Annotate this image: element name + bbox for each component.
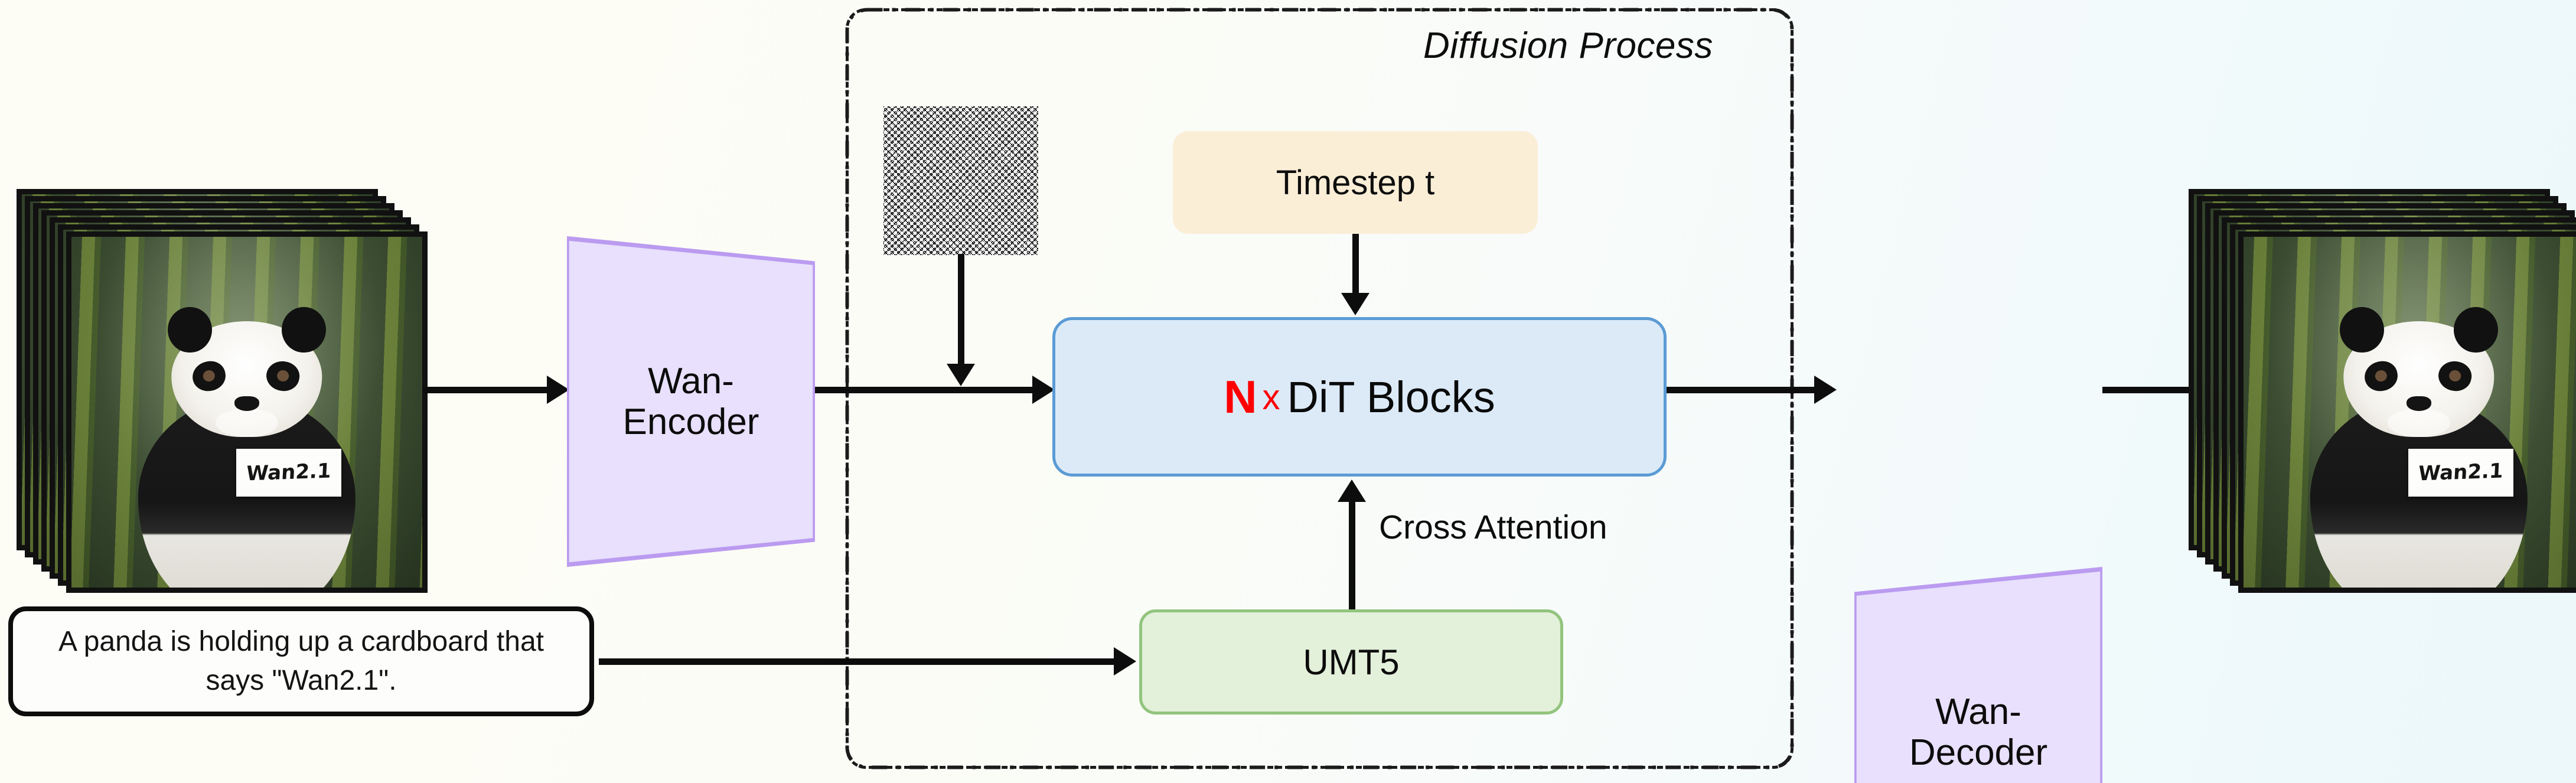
umt5-block[interactable]: UMT5 xyxy=(1139,609,1563,715)
arrow-timestep-to-dit-head xyxy=(1341,293,1369,315)
arrow-dit-to-decoder-head xyxy=(1814,376,1837,404)
arrow-input-to-encoder-head xyxy=(547,376,569,404)
arrow-encoder-to-dit-head xyxy=(1032,376,1055,404)
cross-attention-label: Cross Attention xyxy=(1379,508,1607,546)
panda-muzzle xyxy=(2387,409,2451,437)
text-prompt-value: A panda is holding up a cardboard that s… xyxy=(58,625,544,696)
arrow-decoder-to-output-line xyxy=(2102,387,2192,393)
dit-blocks-label: DiT Blocks xyxy=(1287,372,1495,422)
timestep-label: Timestep t xyxy=(1276,163,1435,202)
text-prompt-box[interactable]: A panda is holding up a cardboard that s… xyxy=(8,606,594,716)
dit-blocks-block[interactable]: N x DiT Blocks xyxy=(1052,317,1667,477)
wan-encoder-label: Wan- Encoder xyxy=(622,360,759,442)
gaussian-noise-patch xyxy=(883,106,1038,255)
arrow-timestep-to-dit-line xyxy=(1352,234,1359,295)
panda-nose-icon xyxy=(2407,396,2431,412)
wan-decoder-block[interactable]: Wan- Decoder xyxy=(1854,567,2102,783)
timestep-block[interactable]: Timestep t xyxy=(1173,131,1538,234)
panda-muzzle xyxy=(215,409,279,437)
panda-ear-right-icon xyxy=(2454,306,2498,353)
wan-encoder-block[interactable]: Wan- Encoder xyxy=(567,236,815,567)
panda-nose-icon xyxy=(234,396,259,412)
arrow-dit-to-decoder-line xyxy=(1667,387,1817,393)
input-video-frame-stack: Wan2.1 xyxy=(17,189,430,602)
arrow-prompt-to-umt5-line xyxy=(599,658,1116,665)
umt5-label: UMT5 xyxy=(1303,642,1400,682)
cardboard-sign: Wan2.1 xyxy=(2408,449,2514,497)
panda-ear-left-icon xyxy=(2340,306,2384,353)
cardboard-sign-text: Wan2.1 xyxy=(2418,459,2505,487)
video-frame-front: Wan2.1 xyxy=(66,231,428,593)
arrow-umt5-to-dit-head xyxy=(1338,479,1366,502)
arrow-noise-to-latent-line xyxy=(958,254,964,366)
arrow-prompt-to-umt5-head xyxy=(1114,647,1136,676)
cardboard-sign: Wan2.1 xyxy=(236,449,342,497)
wan-decoder-label: Wan- Decoder xyxy=(1909,691,2048,773)
output-video-frame-stack: Wan2.1 xyxy=(2189,189,2576,602)
diffusion-process-label: Diffusion Process xyxy=(1423,25,1713,66)
panda-ear-right-icon xyxy=(282,306,326,353)
dit-repeat-count: N xyxy=(1224,370,1258,423)
arrow-umt5-to-dit-line xyxy=(1349,502,1355,609)
cardboard-sign-text: Wan2.1 xyxy=(246,459,332,487)
video-frame-front: Wan2.1 xyxy=(2238,231,2576,593)
dit-multiply-symbol: x xyxy=(1262,377,1280,417)
arrow-input-to-encoder-line xyxy=(423,387,549,393)
arrow-noise-to-latent-head xyxy=(947,364,975,386)
panda-ear-left-icon xyxy=(168,306,212,353)
arrow-encoder-to-dit-line xyxy=(815,387,1046,393)
